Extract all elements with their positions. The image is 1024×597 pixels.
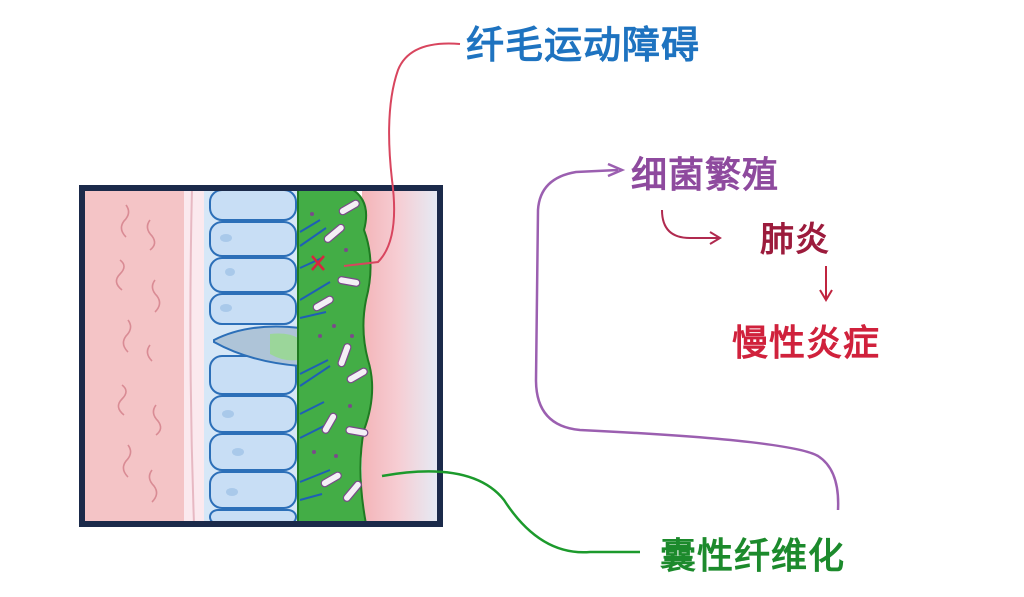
label-cystic-fibrosis: 囊性纤维化 [660, 536, 846, 577]
thick-mucus-layer [297, 188, 374, 524]
bacteria-connector [534, 168, 840, 511]
epithelial-cells [209, 189, 297, 524]
label-chronic-inflammation: 慢性炎症 [732, 323, 881, 364]
basement-membrane [184, 188, 206, 524]
mucus-particles [310, 212, 354, 458]
impaired-cilia-mark [311, 255, 325, 271]
connective-tissue-fibers [115, 204, 162, 503]
ciliary-connector [343, 42, 461, 267]
bacteria [312, 199, 369, 502]
label-ciliary-dyskinesia: 纤毛运动障碍 [466, 23, 701, 67]
airway-wall-section [82, 188, 440, 524]
label-bacterial-growth: 细菌繁殖 [631, 155, 780, 196]
cell-nuclei [220, 234, 244, 496]
diagram-frame [79, 185, 443, 527]
cilia [299, 219, 331, 501]
pneumonia-to-chronic-arrow [819, 266, 833, 302]
fibrosis-connector [381, 470, 640, 554]
label-pneumonia: 肺炎 [760, 220, 830, 260]
airway-lumen [362, 188, 440, 524]
bacteria-to-pneumonia-arrow [661, 209, 722, 245]
submucosa-layer [82, 188, 187, 524]
bacteria-arrowhead [607, 162, 626, 178]
